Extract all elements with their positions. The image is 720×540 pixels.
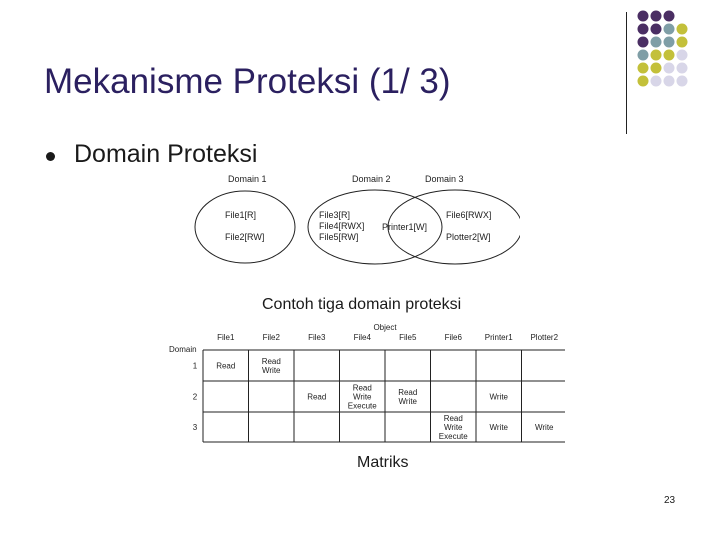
decorative-dot [676,23,688,35]
matrix-object-label: Object [373,323,397,332]
decorative-dot [637,23,649,35]
decorative-dot [663,49,675,61]
matrix-domain-label: Domain [169,345,197,354]
domain3-ellipse [387,189,520,265]
matrix-column-header: Plotter2 [530,333,558,342]
decorative-dot [650,36,662,48]
decorative-dot [650,10,662,22]
venn-item-file6: File6[RWX] [446,210,491,220]
matrix-row-label: 3 [193,423,198,432]
venn-item-plotter2: Plotter2[W] [446,232,491,242]
matrix-cell: Write [535,423,554,432]
matrix-column-header: File5 [399,333,417,342]
bullet-dot [46,152,55,161]
venn-item-file2: File2[RW] [225,232,264,242]
decorative-dot [650,23,662,35]
slide-title: Mekanisme Proteksi (1/ 3) [44,62,451,101]
matrix-caption: Matriks [357,454,409,471]
matrix-column-header: Printer1 [485,333,514,342]
venn-item-file3: File3[R] [319,210,350,220]
venn-diagram: Domain 1 Domain 2 Domain 3 File1[R] File… [194,174,520,265]
decorative-dot [637,36,649,48]
decorative-dot [676,62,688,74]
domain3-label: Domain 3 [425,174,464,184]
decorative-dot [663,75,675,87]
bullet-domain-proteksi: Domain Proteksi [74,140,258,168]
decorative-dot [663,23,675,35]
matrix-cell: Write [489,423,508,432]
matrix-column-header: File4 [354,333,372,342]
matrix-column-header: File3 [308,333,326,342]
decorative-dot [637,75,649,87]
matrix-column-header: File6 [445,333,463,342]
decorative-dot [650,49,662,61]
title-divider-line [626,12,627,134]
decorative-dot [676,75,688,87]
venn-item-printer1: Printer1[W] [382,222,427,232]
decorative-dot [650,62,662,74]
decorative-dot-grid [637,10,688,87]
matrix-cell: Write [489,393,508,402]
domain2-ellipse [307,189,443,265]
venn-item-file5: File5[RW] [319,232,358,242]
matrix-cell: Read [216,362,235,371]
matrix-row-label: 2 [193,393,198,402]
domain2-label: Domain 2 [352,174,391,184]
venn-caption: Contoh tiga domain proteksi [262,296,462,313]
matrix-column-header: File2 [263,333,281,342]
decorative-dot [663,62,675,74]
domain1-label: Domain 1 [228,174,267,184]
decorative-dot [663,36,675,48]
decorative-dot [676,36,688,48]
venn-item-file1: File1[R] [225,210,256,220]
decorative-dot [637,49,649,61]
matrix-column-header: File1 [217,333,235,342]
venn-item-file4: File4[RWX] [319,221,364,231]
decorative-dot [676,49,688,61]
decorative-dot [637,10,649,22]
page-number: 23 [664,495,676,506]
decorative-dot [663,10,675,22]
decorative-dot [650,75,662,87]
domain1-ellipse [194,190,296,264]
matrix-cell: Read [307,393,326,402]
decorative-dot [637,62,649,74]
matrix-row-label: 1 [193,362,198,371]
